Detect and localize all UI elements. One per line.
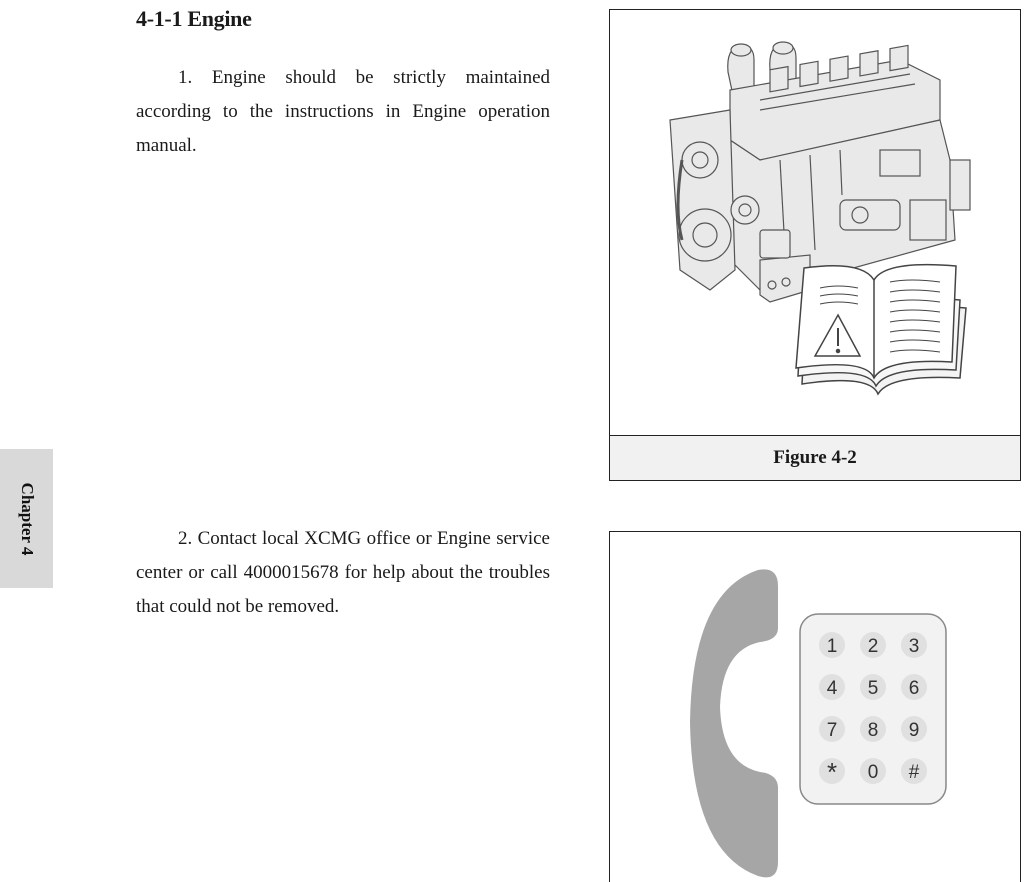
keypad-key: * xyxy=(827,757,837,787)
warning-triangle-icon xyxy=(813,313,862,357)
keypad-key-bg xyxy=(819,674,845,700)
figure-caption: Figure 4-2 xyxy=(773,447,857,468)
section-title: 4-1-1 Engine xyxy=(136,6,252,31)
keypad-key-bg xyxy=(860,674,886,700)
keypad-key: 3 xyxy=(909,636,920,657)
keypad-key-bg xyxy=(901,674,927,700)
engine-illustration xyxy=(669,41,971,396)
figure-engine-manual: Figure 4-2 xyxy=(609,9,1021,481)
keypad-key: # xyxy=(909,762,920,783)
keypad-key-bg xyxy=(819,758,845,784)
figure-phone-keypad: 1 2 3 4 5 6 7 8 9 * 0 # xyxy=(609,531,1021,882)
keypad-key-bg xyxy=(860,716,886,742)
keypad-key: 8 xyxy=(868,720,879,741)
keypad-key: 4 xyxy=(827,678,838,699)
keypad-key-bg xyxy=(860,758,886,784)
keypad-key: 9 xyxy=(909,720,920,741)
keypad-key-bg xyxy=(860,632,886,658)
keypad-key-bg xyxy=(901,716,927,742)
keypad-key: 5 xyxy=(868,678,879,699)
paragraph-engine-maintenance: 1. Engine should be strictly maintained … xyxy=(136,67,550,156)
keypad-icon xyxy=(799,613,947,805)
keypad-key: 2 xyxy=(868,636,879,657)
chapter-tab: Chapter 4 xyxy=(0,449,53,588)
keypad-key-bg xyxy=(819,716,845,742)
figure-caption-bar: Figure 4-2 xyxy=(610,435,1020,480)
keypad-key: 0 xyxy=(868,762,879,783)
manual-book-icon xyxy=(795,263,967,396)
keypad-key: 1 xyxy=(827,636,838,657)
keypad-key-bg xyxy=(819,632,845,658)
keypad-key-bg xyxy=(901,758,927,784)
paragraph-contact-service: 2. Contact local XCMG office or Engine s… xyxy=(136,528,550,617)
phone-handset-icon xyxy=(690,569,778,878)
keypad-key-bg xyxy=(901,632,927,658)
chapter-tab-label: Chapter 4 xyxy=(17,482,37,555)
keypad-key: 7 xyxy=(827,720,838,741)
keypad-key: 6 xyxy=(909,678,920,699)
